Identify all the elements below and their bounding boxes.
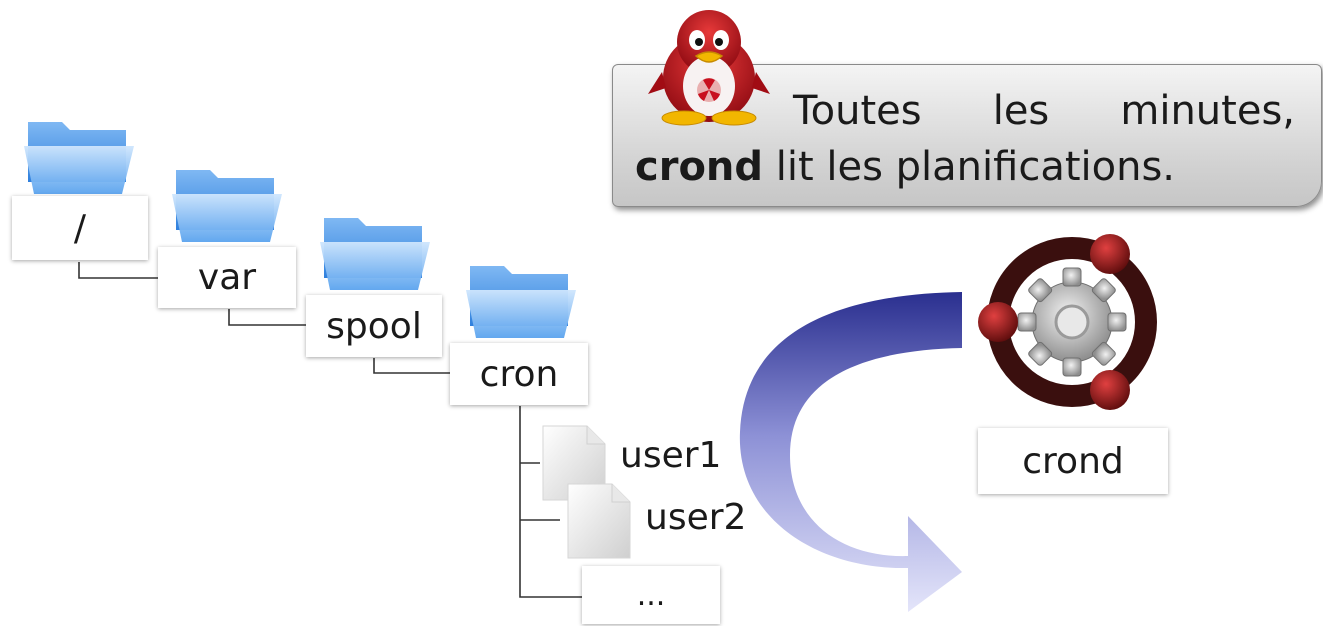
file-user1-label[interactable]: user1 [620, 435, 722, 476]
folder-icon [172, 170, 282, 242]
node-spool-label: spool [326, 305, 422, 347]
node-var-label: var [197, 257, 257, 298]
node-var[interactable]: var [158, 247, 296, 308]
callout-bold: crond [635, 144, 764, 190]
node-root[interactable]: / [12, 196, 148, 260]
connector-spool-cron [373, 358, 450, 374]
callout-line2: crond lit les planifications. [635, 147, 1175, 187]
gear-icon [978, 234, 1157, 410]
daemon-crond[interactable]: crond [978, 428, 1168, 494]
document-icon [567, 483, 631, 559]
folder-icon [24, 122, 134, 194]
node-spool[interactable]: spool [306, 295, 442, 357]
file-more-label: ... [636, 577, 666, 613]
connector-cron-trunk [519, 406, 582, 598]
document-icon [542, 425, 606, 501]
file-more[interactable]: ... [582, 566, 720, 624]
node-cron-label: cron [479, 353, 559, 395]
connector-root-var [78, 262, 158, 279]
file-user2-label[interactable]: user2 [645, 497, 747, 538]
node-root-label: / [73, 207, 87, 249]
folder-icon [466, 266, 576, 338]
daemon-crond-label: crond [1022, 440, 1124, 482]
callout-line1: Toutes les minutes, [793, 88, 1295, 134]
connector-var-spool [228, 309, 306, 326]
tux-penguin-icon [648, 10, 770, 126]
callout-line2-rest: lit les planifications. [763, 144, 1176, 190]
folder-icon [320, 218, 430, 290]
node-cron[interactable]: cron [450, 343, 588, 405]
